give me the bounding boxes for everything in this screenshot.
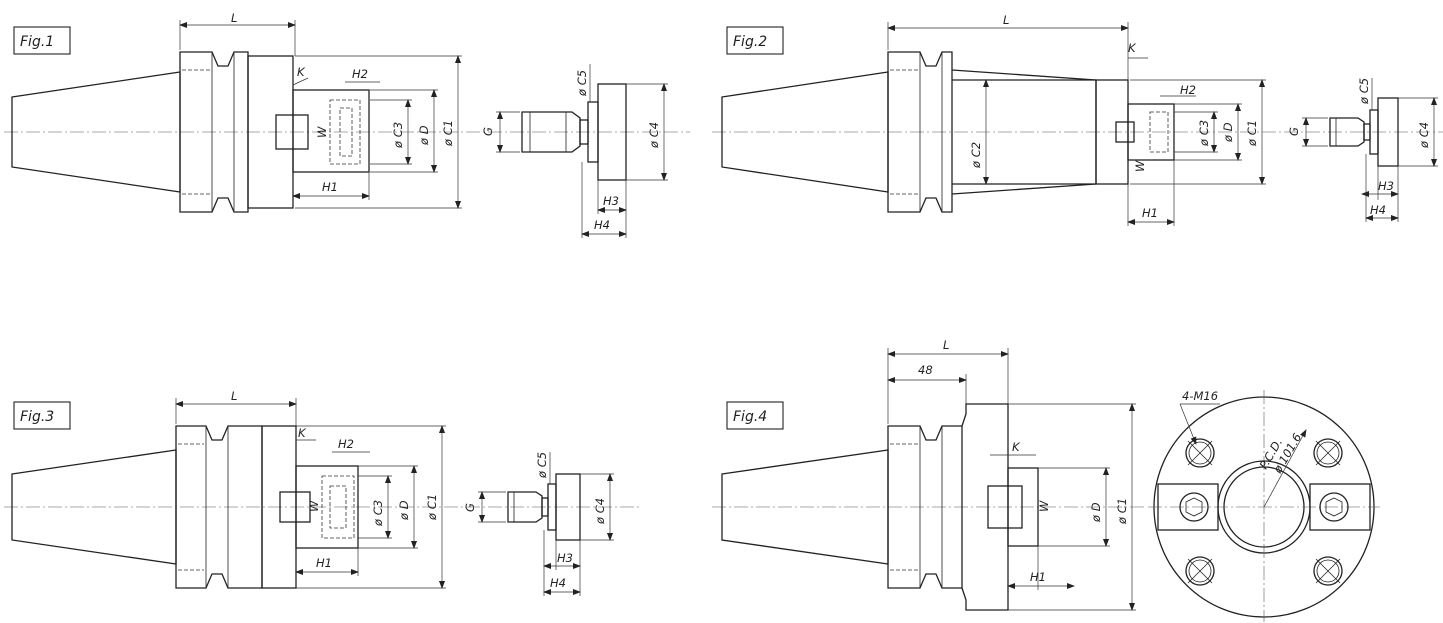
fig3-dim-W: W xyxy=(307,500,321,512)
fig4-label-4-M16: 4-M16 xyxy=(1182,389,1218,403)
fig3-title: Fig.3 xyxy=(20,409,54,425)
fig2-dim-W: W xyxy=(1133,160,1147,172)
fig1-dim-W: W xyxy=(315,126,329,138)
fig1-dim-C5: ø C5 xyxy=(575,70,589,97)
fig3-dim-H3: H3 xyxy=(557,551,573,565)
fig1-dim-D: ø D xyxy=(417,125,431,146)
fig2-bore xyxy=(1127,103,1175,161)
fig4-key xyxy=(987,485,1023,529)
fig2-dim-C2: ø C2 xyxy=(969,142,983,169)
fig4-dim-H1: H1 xyxy=(1030,570,1046,584)
fig2-dim-H1: H1 xyxy=(1142,206,1158,220)
fig2-dim-D: ø D xyxy=(1221,122,1235,143)
fig3-dim-H1: H1 xyxy=(316,556,332,570)
fig4-dim-K: K xyxy=(1012,440,1021,454)
fig3-dim-C1: ø C1 xyxy=(425,494,439,521)
fig3-bore xyxy=(295,465,359,549)
fig2-dim-H2: H2 xyxy=(1180,83,1196,97)
fig4-title: Fig.4 xyxy=(733,409,767,425)
fig1-title: Fig.1 xyxy=(20,34,54,50)
fig1-dim-H1: H1 xyxy=(322,180,338,194)
fig1-dim-G: G xyxy=(481,127,495,136)
fig2-title: Fig.2 xyxy=(733,34,767,50)
fig3-dim-C3: ø C3 xyxy=(371,500,385,527)
fig2-dim-G: G xyxy=(1287,127,1301,136)
fig3-key xyxy=(279,491,311,523)
fig2-dim-H3: H3 xyxy=(1378,179,1394,193)
fig3-pull-stud xyxy=(507,473,581,541)
fig1-dim-H3: H3 xyxy=(603,194,619,208)
fig4-dim-48: 48 xyxy=(918,363,933,377)
fig1-pull-stud xyxy=(521,83,627,181)
fig3-dim-K: K xyxy=(298,426,307,440)
fig1-dim-C1: ø C1 xyxy=(441,120,455,147)
figure-3: Fig.3 L K H2 W ø C3 ø D ø C1 H1 xyxy=(4,389,640,596)
fig1-dim-H2: H2 xyxy=(352,67,368,81)
fig2-dim-L: L xyxy=(1003,13,1009,27)
fig3-dim-L: L xyxy=(231,389,237,403)
fig1-dim-C4: ø C4 xyxy=(647,122,661,149)
fig1-dim-C3: ø C3 xyxy=(391,122,405,149)
fig2-dim-C5: ø C5 xyxy=(1357,78,1371,105)
fig3-dim-G: G xyxy=(463,503,477,512)
fig4-dim-L: L xyxy=(943,338,949,352)
fig4-title-box xyxy=(726,401,784,430)
fig1-bore xyxy=(292,89,370,173)
figure-2: Fig.2 L K H2 ø C2 ø C3 ø D xyxy=(712,13,1443,226)
fig4-bore xyxy=(1007,467,1039,547)
fig1-dim-L: L xyxy=(231,11,237,25)
fig2-dim-C4: ø C4 xyxy=(1417,122,1431,149)
fig3-dim-H2: H2 xyxy=(338,437,354,451)
fig3-dim-C5: ø C5 xyxy=(535,452,549,479)
fig1-key xyxy=(275,114,309,150)
fig4-dim-D: ø D xyxy=(1089,502,1103,523)
fig4-end-view xyxy=(1148,390,1380,622)
fig1-dim-H4: H4 xyxy=(594,218,610,232)
figure-1: Fig.1 L K H2 W ø C3 ø D xyxy=(4,11,690,238)
fig3-dim-H4: H4 xyxy=(550,576,566,590)
fig1-title-box xyxy=(13,26,71,55)
fig2-dim-C3: ø C3 xyxy=(1197,120,1211,147)
figure-4: Fig.4 L 48 K W ø D ø C1 H1 xyxy=(712,338,1380,622)
fig3-dim-C4: ø C4 xyxy=(593,498,607,525)
fig3-title-box xyxy=(13,401,71,430)
fig3-dim-D: ø D xyxy=(397,500,411,521)
fig2-dim-H4: H4 xyxy=(1370,203,1386,217)
fig2-pull-stud xyxy=(1329,97,1399,167)
fig2-dim-C1: ø C1 xyxy=(1245,120,1259,147)
fig1-dim-K: K xyxy=(297,65,306,79)
fig2-dim-K: K xyxy=(1128,41,1137,55)
fig4-dim-C1: ø C1 xyxy=(1115,498,1129,525)
fig1-hidden-pocket xyxy=(329,99,361,165)
fig2-key xyxy=(1115,121,1135,143)
fig2-title-box xyxy=(726,26,784,55)
fig4-dim-W: W xyxy=(1037,500,1051,512)
